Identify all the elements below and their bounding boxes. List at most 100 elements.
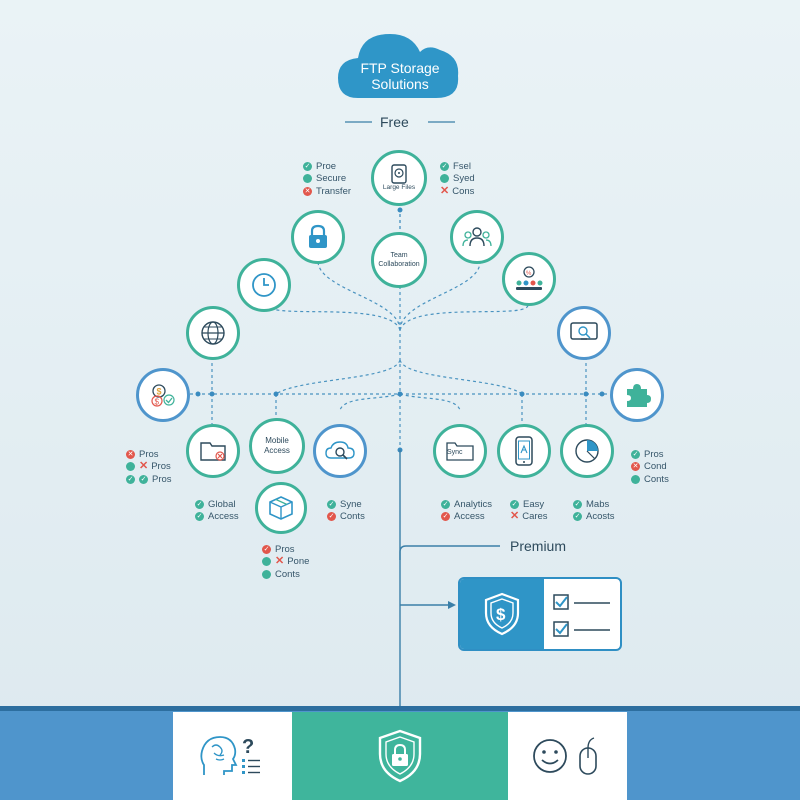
cross-icon: ✕ bbox=[126, 449, 135, 459]
legend-row: ✕Cares bbox=[510, 511, 548, 524]
legend-text: Syed bbox=[453, 173, 475, 185]
folder-sync-icon bbox=[446, 442, 474, 461]
dot-icon bbox=[440, 174, 449, 184]
people-network-icon: % bbox=[516, 266, 543, 290]
check-icon: ✓ bbox=[441, 499, 450, 509]
legend-row: ✕ Cond bbox=[631, 461, 669, 474]
check-icon: ✓ bbox=[303, 161, 312, 171]
smartphone-icon bbox=[515, 436, 533, 466]
legend-row: Conts bbox=[631, 473, 669, 486]
legend-text: Proe bbox=[316, 160, 337, 172]
node-phone[interactable] bbox=[497, 424, 551, 478]
folder-icon bbox=[200, 442, 226, 461]
node-sync[interactable]: Sync bbox=[433, 424, 487, 478]
check-icon: ✓ bbox=[573, 499, 582, 509]
dot-icon bbox=[631, 474, 640, 484]
node-team-collaboration[interactable]: Team Collaboration bbox=[371, 232, 427, 288]
legend-text: Secure bbox=[316, 173, 347, 185]
puzzle-icon bbox=[627, 384, 651, 407]
check-icon: ✓ bbox=[262, 544, 271, 554]
legend-row: ✓Mabs bbox=[573, 498, 615, 511]
brain-question-icon: ? bbox=[199, 736, 260, 775]
check-icon: ✓ bbox=[327, 499, 336, 509]
smile-mouse-icon bbox=[532, 737, 597, 775]
svg-text:$: $ bbox=[157, 387, 162, 397]
footer-panel-center[interactable] bbox=[292, 712, 508, 800]
legend-text: Cond bbox=[644, 461, 667, 473]
cross-icon: ✕ bbox=[631, 462, 640, 472]
footer-panel-right[interactable] bbox=[508, 712, 627, 800]
check-icon: ✓ bbox=[510, 499, 519, 509]
legend-low-b: ✓ Syne ✓Conts bbox=[327, 498, 365, 523]
legend-text: Syne bbox=[340, 498, 362, 510]
shield-dollar-icon: $ bbox=[484, 592, 520, 636]
legend-low-d: ✓ Analytics ✓ Access bbox=[441, 498, 492, 523]
svg-text:?: ? bbox=[242, 736, 254, 758]
legend-row: ✓Pros bbox=[631, 448, 669, 461]
premium-shield-panel: $ bbox=[460, 579, 544, 649]
legend-text: Pros bbox=[139, 448, 159, 460]
legend-row: ✓Acosts bbox=[573, 511, 615, 524]
globe-icon bbox=[201, 321, 225, 345]
footer-panel-left[interactable]: ? bbox=[173, 712, 292, 800]
legend-text: Conts bbox=[275, 568, 300, 580]
legend-low-e: ✓Easy ✕Cares bbox=[510, 498, 548, 523]
legend-row: ✓Conts bbox=[327, 511, 365, 524]
node-pie-chart[interactable] bbox=[560, 424, 614, 478]
legend-row: ✕ Transfer bbox=[303, 185, 351, 198]
node-security[interactable] bbox=[291, 210, 345, 264]
legend-row: ✓ Analytics bbox=[441, 498, 492, 511]
legend-text: Global bbox=[208, 498, 236, 510]
node-folder[interactable] bbox=[186, 424, 240, 478]
legend-text: Pros bbox=[152, 473, 172, 485]
svg-text:%: % bbox=[526, 271, 532, 277]
dot-icon bbox=[262, 569, 271, 579]
node-globe[interactable] bbox=[186, 306, 240, 360]
node-monitor[interactable] bbox=[557, 306, 611, 360]
check-icon: ✓ bbox=[126, 474, 135, 484]
check-icon: ✓ bbox=[573, 512, 582, 522]
check-icon: ✓ bbox=[441, 512, 450, 522]
cross-icon: ✕ bbox=[139, 460, 149, 473]
cross-icon: ✕ bbox=[440, 184, 450, 197]
node-mobile-access[interactable]: Mobile Access bbox=[249, 418, 305, 474]
legend-top-left: ✓ Proe Secure ✕ Transfer bbox=[303, 160, 351, 198]
node-large-files[interactable]: Large Files bbox=[371, 150, 427, 206]
monitor-search-icon bbox=[570, 322, 598, 340]
node-cloud-search[interactable] bbox=[313, 424, 367, 478]
legend-text: Cons bbox=[452, 185, 475, 197]
legend-row: ✓Fsel bbox=[440, 160, 475, 173]
node-team[interactable] bbox=[450, 210, 504, 264]
cross-icon: ✕ bbox=[275, 555, 285, 568]
legend-top-right: ✓Fsel Syed ✕Cons bbox=[440, 160, 475, 198]
cross-icon: ✕ bbox=[510, 510, 520, 523]
node-network[interactable]: % bbox=[502, 252, 556, 306]
package-icon bbox=[269, 496, 293, 520]
node-box[interactable] bbox=[255, 482, 307, 534]
shield-lock-icon bbox=[378, 729, 422, 783]
legend-low-f: ✓Mabs ✓Acosts bbox=[573, 498, 615, 523]
premium-card[interactable]: $ bbox=[458, 577, 622, 651]
coins-icon: $ $ bbox=[151, 384, 175, 407]
checklist-icon bbox=[553, 594, 610, 637]
node-coins[interactable]: $ $ bbox=[136, 368, 190, 422]
legend-row: ✓ Proe bbox=[303, 160, 351, 173]
legend-text: Analytics bbox=[454, 498, 493, 510]
node-puzzle[interactable] bbox=[610, 368, 664, 422]
legend-row: ✕Cons bbox=[440, 185, 475, 198]
cross-icon: ✕ bbox=[303, 186, 312, 196]
dot-icon bbox=[262, 557, 271, 567]
dot-icon bbox=[126, 462, 135, 472]
dot-icon bbox=[303, 174, 312, 184]
legend-text: Pros bbox=[644, 448, 664, 460]
legend-text: Transfer bbox=[316, 185, 352, 197]
legend-text: Conts bbox=[644, 473, 669, 485]
premium-checklist bbox=[544, 579, 620, 649]
node-clock[interactable] bbox=[237, 258, 291, 312]
legend-text: Access bbox=[454, 511, 485, 523]
check-icon: ✓ bbox=[139, 474, 148, 484]
legend-mid-left: ✕Pros ✕Pros ✓✓Pros bbox=[126, 448, 172, 486]
legend-row: ✕Pros bbox=[126, 461, 172, 474]
